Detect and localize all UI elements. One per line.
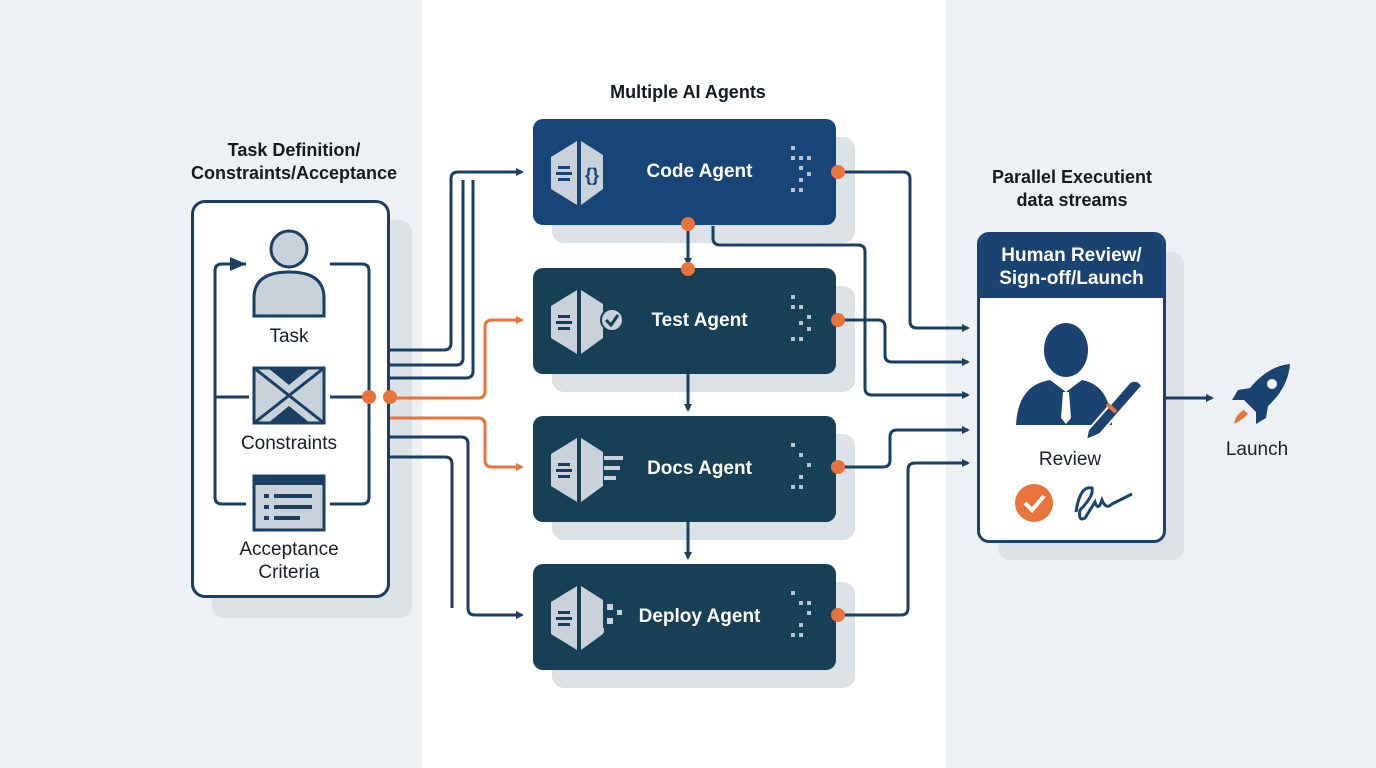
agent-label: Code Agent [646,161,753,182]
acceptance-line1: Acceptance [239,539,339,560]
task-to-deploy-arrow [388,435,524,619]
data-stream-dots-icon [791,146,811,192]
code-agent-node[interactable]: {} Code Agent [533,119,836,225]
agent-label: Test Agent [651,310,748,331]
loop-arrow-icon [230,257,246,271]
agent-label: Deploy Agent [638,606,761,627]
streams-title-line1: Parallel Executient [991,167,1153,187]
code-braces-icon: {} [551,141,603,205]
streams-title-line2: data streams [1016,190,1128,210]
docs-agent-node[interactable]: Docs Agent [533,416,836,522]
deploy-icon [551,586,622,650]
code-to-review-arrow [838,170,970,332]
acceptance-criteria-label: Acceptance Criteria [209,538,369,584]
review-label: Review [1038,449,1102,470]
task-panel-title: Task Definition/ Constraints/Acceptance [160,139,428,185]
data-stream-dots-icon [791,295,811,341]
task-to-test-arrow [390,316,524,400]
docs-to-review-arrow [838,426,970,469]
task-title-line2: Constraints/Acceptance [190,163,398,183]
launch-label: Launch [1225,439,1289,460]
check-circle-icon [1015,484,1053,522]
data-stream-dots-icon [791,591,811,637]
task-to-docs-arrow [390,416,524,471]
person-icon [252,229,326,318]
connector-dots [362,165,845,622]
task-label: Task [269,326,309,347]
review-title-line2: Sign-off/Launch [999,268,1144,289]
check-badge-icon [551,290,623,354]
rocket-icon [1232,364,1290,424]
task-to-code-arrow [388,168,524,352]
streams-title: Parallel Executient data streams [960,166,1184,212]
test-agent-node[interactable]: Test Agent [533,268,836,374]
document-icon [551,438,623,502]
constraints-icon [252,366,326,425]
feedback-loop-line [213,262,246,506]
task-title-line1: Task Definition/ [227,140,361,160]
svg-text:{}: {} [585,165,599,185]
agent-label: Docs Agent [647,458,752,479]
checklist-icon [252,474,326,532]
review-title-line1: Human Review/ [1001,245,1142,266]
signature-icon [1074,486,1133,521]
deploy-agent-node[interactable]: Deploy Agent [533,564,836,670]
agents-title: Multiple AI Agents [610,82,766,102]
constraints-label: Constraints [240,433,338,454]
deploy-to-review-arrow [838,459,970,617]
data-stream-dots-icon [791,443,811,489]
reviewer-pen-icon [1016,323,1144,442]
review-header: Human Review/ Sign-off/Launch [980,235,1163,298]
test-to-review-arrow [838,318,970,366]
acceptance-line2: Criteria [258,562,320,583]
